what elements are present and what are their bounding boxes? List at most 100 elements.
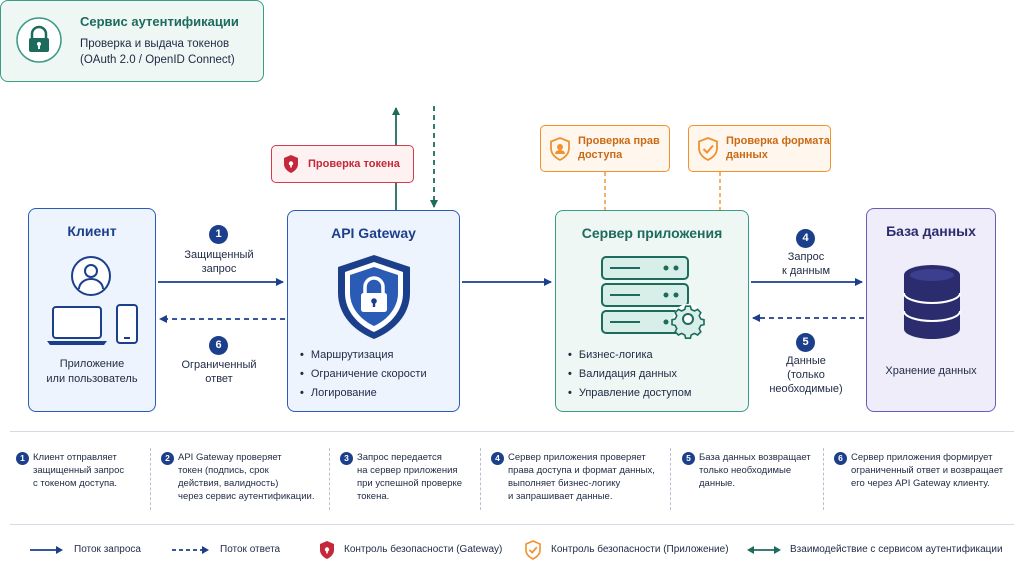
shield-check-icon xyxy=(698,137,718,161)
note-line: его через API Gateway клиенту. xyxy=(851,478,990,489)
legend-divider xyxy=(10,524,1014,525)
client-title: Клиент xyxy=(67,223,117,239)
server-feature-item: Бизнес-логика xyxy=(568,346,691,365)
app-server-title: Сервер приложения xyxy=(581,225,723,241)
note-line: ограниченный ответ и возвращает xyxy=(851,465,1004,476)
legend-shield-red-icon xyxy=(320,541,334,559)
flow-4-label-2: к данным xyxy=(781,265,831,277)
client-caption-1: Приложение xyxy=(59,358,125,370)
note-line: База данных возвращает xyxy=(699,452,811,463)
flow-5-label-2: (только xyxy=(787,369,825,381)
format-check-label-1: Проверка формата xyxy=(726,135,830,147)
note-line: Клиент отправляет xyxy=(33,452,117,463)
notes-top-divider xyxy=(10,431,1014,432)
shield-icon xyxy=(284,155,298,173)
legend-response-line-icon xyxy=(172,546,209,554)
auth-service-box: Сервис аутентификации Проверка и выдача … xyxy=(0,0,264,82)
server-feature-item: Валидация данных xyxy=(568,365,691,384)
note-line: на сервер приложения xyxy=(357,465,458,476)
client-caption-2: или пользователь xyxy=(46,373,138,385)
note-line: только необходимые xyxy=(699,465,792,476)
database-caption: Хранение данных xyxy=(885,365,977,377)
lock-icon xyxy=(16,17,62,68)
note-line: данные. xyxy=(699,478,736,489)
step-badge: 5 xyxy=(682,452,695,465)
access-check-label-1: Проверка прав xyxy=(578,135,660,147)
access-check-tag: Проверка прав доступа xyxy=(540,125,670,172)
legend-security-gateway: Контроль безопасности (Gateway) xyxy=(344,544,503,555)
step-badge-5: 5 xyxy=(796,333,815,352)
note-line: Сервер приложения формирует xyxy=(851,452,993,463)
legend-auth-line-icon xyxy=(747,546,781,554)
legend-auth-interaction: Взаимодействие с сервисом аутентификации xyxy=(790,544,1003,555)
format-check-label-2: данных xyxy=(726,149,768,161)
note-line: токена. xyxy=(357,491,390,502)
gateway-feature-item: Маршрутизация xyxy=(300,346,427,365)
auth-service-line2: (OAuth 2.0 / OpenID Connect) xyxy=(80,54,235,66)
step-badge: 3 xyxy=(340,452,353,465)
app-server-box: Сервер приложения Бизнес-логика Валидаци… xyxy=(555,210,749,412)
note-line: токен (подпись, срок xyxy=(178,465,269,476)
database-box: База данных Хранение данных xyxy=(866,208,996,412)
api-gateway-title: API Gateway xyxy=(331,225,416,241)
user-icon xyxy=(71,256,111,296)
auth-service-line1: Проверка и выдача токенов xyxy=(80,38,230,50)
note-divider xyxy=(670,448,671,510)
step-badge: 6 xyxy=(834,452,847,465)
note-line: API Gateway проверяет xyxy=(178,452,282,463)
step-note-5: 5 База данных возвращает только необходи… xyxy=(682,451,822,490)
gateway-feature-item: Ограничение скорости xyxy=(300,365,427,384)
step-note-1: 1 Клиент отправляет защищенный запрос с … xyxy=(16,451,156,490)
note-line: с токеном доступа. xyxy=(33,478,118,489)
flow-1-label-2: запрос xyxy=(201,263,237,275)
gateway-feature-item: Логирование xyxy=(300,384,427,403)
database-title: База данных xyxy=(886,223,976,239)
step-badge: 1 xyxy=(16,452,29,465)
token-check-label: Проверка токена xyxy=(308,158,400,170)
shield-user-icon xyxy=(550,137,570,161)
step-badge: 4 xyxy=(491,452,504,465)
note-line: Запрос передается xyxy=(357,452,442,463)
note-line: действия, валидность) xyxy=(178,478,279,489)
step-note-3: 3 Запрос передается на сервер приложения… xyxy=(340,451,480,503)
flow-6-label-2: ответ xyxy=(205,373,233,385)
token-check-tag: Проверка токена xyxy=(271,145,414,183)
step-badge-1: 1 xyxy=(209,225,228,244)
legend-security-app: Контроль безопасности (Приложение) xyxy=(551,544,729,555)
legend-request-line-icon xyxy=(30,546,63,554)
api-gateway-box: API Gateway Маршрутизация Ограничение ск… xyxy=(287,210,460,412)
step-note-6: 6 Сервер приложения формирует ограниченн… xyxy=(834,451,1012,490)
auth-service-title: Сервис аутентификации xyxy=(80,14,239,29)
flow-1-label-1: Защищенный xyxy=(184,249,254,261)
server-feature-item: Управление доступом xyxy=(568,384,692,403)
format-check-tag: Проверка формата данных xyxy=(688,125,831,172)
client-box: Клиент Приложение или пользователь xyxy=(28,208,156,412)
note-divider xyxy=(823,448,824,510)
note-line: и запрашивает данные. xyxy=(508,491,613,502)
flow-5-label-3: необходимые) xyxy=(769,383,843,395)
phone-icon xyxy=(116,304,138,344)
note-divider xyxy=(150,448,151,510)
laptop-icon xyxy=(47,306,107,345)
note-line: права доступа и формат данных, xyxy=(508,465,655,476)
server-gear-icon xyxy=(601,256,705,340)
step-badge-4: 4 xyxy=(796,229,815,248)
flow-4-label-1: Запрос xyxy=(787,251,825,263)
server-feature-list: Бизнес-логика Валидация данных Управлени… xyxy=(568,346,692,403)
flow-6-label-1: Ограниченный xyxy=(181,359,257,371)
flow-5-label-1: Данные xyxy=(786,355,826,367)
legend-response-flow: Поток ответа xyxy=(220,544,281,555)
database-icon xyxy=(903,265,961,339)
note-line: Сервер приложения проверяет xyxy=(508,452,646,463)
access-check-label-2: доступа xyxy=(578,149,623,161)
shield-lock-icon xyxy=(338,255,410,339)
note-line: выполняет бизнес-логику xyxy=(508,478,621,489)
step-badge: 2 xyxy=(161,452,174,465)
note-divider xyxy=(329,448,330,510)
note-divider xyxy=(480,448,481,510)
note-line: защищенный запрос xyxy=(33,465,125,476)
step-badge-6: 6 xyxy=(209,336,228,355)
step-note-4: 4 Сервер приложения проверяет права дост… xyxy=(491,451,671,503)
note-line: при успешной проверке xyxy=(357,478,463,489)
